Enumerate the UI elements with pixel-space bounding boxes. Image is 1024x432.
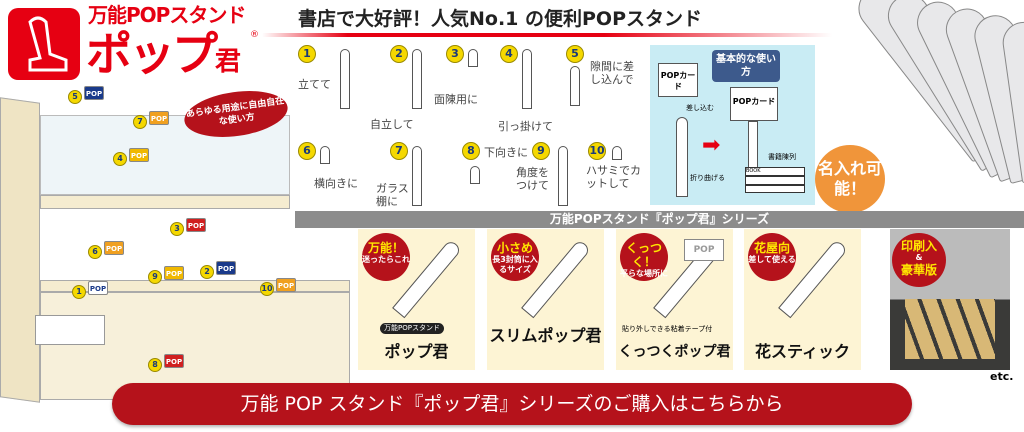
product-badge: 小さめ長3封筒に入るサイズ xyxy=(491,233,539,281)
product-badge: 万能！迷ったらこれ xyxy=(362,233,410,281)
marker-number: 7 xyxy=(133,115,147,129)
marker-number: 2 xyxy=(200,265,214,279)
marker-number: 4 xyxy=(113,152,127,166)
usage-number: 4 xyxy=(500,45,518,63)
brand-subtitle: 万能POPスタンド xyxy=(88,3,246,27)
stand-illustration xyxy=(412,49,422,109)
pop-stand-logo-icon xyxy=(28,16,68,72)
product-name: ポップ君 xyxy=(384,342,449,361)
pop-tag: POP xyxy=(149,111,169,125)
usage-label: ハサミでカットして xyxy=(586,164,641,190)
marker-number: 10 xyxy=(260,282,274,296)
usage-number: 5 xyxy=(566,45,584,63)
usage-label: 立てて xyxy=(298,78,331,91)
marker-number: 6 xyxy=(88,245,102,259)
basic-usage-panel: POPカード 差し込む 折り曲げる ➡ POPカード 書籍陳列 BOOK xyxy=(650,45,815,205)
shelf-base xyxy=(40,292,350,400)
product-subtitle: 万能POPスタンド xyxy=(380,323,444,334)
stand-illustration xyxy=(468,49,478,67)
usage-label: ガラス棚に xyxy=(376,182,409,208)
stand-illustration xyxy=(320,146,330,164)
stand-illustration xyxy=(340,49,350,109)
basic-usage-title: 基本的な使い方 xyxy=(712,50,780,82)
pop-tag: POP xyxy=(88,281,108,295)
product-name: 花スティック xyxy=(754,342,851,361)
stand-illustration xyxy=(570,66,580,106)
headline-underline xyxy=(262,33,832,37)
usage-label: 面陳用に xyxy=(434,93,478,106)
marker-number: 5 xyxy=(68,90,82,104)
name-print-badge: 名入れ可能！ xyxy=(815,145,885,213)
usage-number: 7 xyxy=(390,142,408,160)
stand-illustration xyxy=(676,117,688,197)
pop-tag: POP xyxy=(164,266,184,280)
product-badge: くっつく！平らな場所に xyxy=(620,233,668,281)
stand-illustration xyxy=(412,146,422,206)
shelf-board xyxy=(40,195,290,209)
marker-number: 3 xyxy=(170,222,184,236)
marker-number: 1 xyxy=(72,285,86,299)
usage-label: 横向きに xyxy=(314,177,358,190)
stand-illustration xyxy=(522,49,532,109)
headline: 書店で大好評！人気No.1 の便利POPスタンド xyxy=(298,8,703,30)
fold-label: 折り曲げる xyxy=(690,174,725,182)
usage-label: 自立して xyxy=(370,118,414,131)
product-card[interactable]: 小さめ長3封筒に入るサイズ スリムポップ君 xyxy=(487,229,604,370)
product-badge: 花屋向差して使える xyxy=(748,233,796,281)
usage-label: 引っ掛けて xyxy=(498,120,553,133)
books-label: 書籍陳列 xyxy=(768,153,796,161)
pop-card: POP xyxy=(684,239,724,261)
usage-number: 9 xyxy=(532,142,550,160)
arrow-right-icon: ➡ xyxy=(702,133,721,158)
product-card[interactable]: くっつく！平らな場所に POP 貼り外しできる粘着テープ付 くっつくポップ君 xyxy=(616,229,733,370)
product-card[interactable]: 花屋向差して使える 花スティック xyxy=(744,229,861,370)
pop-tag: POP xyxy=(84,86,104,100)
logo xyxy=(8,8,80,80)
marker-number: 8 xyxy=(148,358,162,372)
brand-name: ポップ君 xyxy=(86,27,241,81)
stand-illustration xyxy=(470,166,480,184)
insert-label: 差し込む xyxy=(686,104,714,112)
pop-tag: POP xyxy=(186,218,206,232)
usage-label: 下向きに xyxy=(484,146,528,159)
series-title-bar: 万能POPスタンド『ポップ君』シリーズ xyxy=(295,211,1024,228)
product-note: 貼り外しできる粘着テープ付 xyxy=(622,325,713,333)
usage-number: 1 xyxy=(298,45,316,63)
premium-photo[interactable]: 印刷入&豪華版 xyxy=(890,229,1010,370)
pop-tag: POP xyxy=(276,278,296,292)
registered-mark: ® xyxy=(250,30,259,40)
usage-number: 6 xyxy=(298,142,316,160)
usage-label: 隙間に差し込んで xyxy=(590,60,634,86)
etc-label: etc. xyxy=(990,370,1014,383)
stand-illustration xyxy=(558,146,568,206)
gold-stands xyxy=(905,299,995,359)
usage-number: 10 xyxy=(588,142,606,160)
book-stack xyxy=(35,315,105,345)
usage-label: 角度をつけて xyxy=(516,166,549,192)
pop-tag: POP xyxy=(216,261,236,275)
product-card[interactable]: 万能！迷ったらこれ 万能POPスタンド ポップ君 xyxy=(358,229,475,370)
pop-card: POPカード xyxy=(730,87,778,121)
premium-badge: 印刷入&豪華版 xyxy=(892,233,946,287)
product-name: スリムポップ君 xyxy=(489,326,602,345)
shelf-board xyxy=(40,280,350,292)
shelf-side xyxy=(0,97,40,403)
usage-number: 2 xyxy=(390,45,408,63)
marker-number: 9 xyxy=(148,270,162,284)
usage-number: 3 xyxy=(446,45,464,63)
stand-illustration xyxy=(612,146,622,160)
pop-tag: POP xyxy=(104,241,124,255)
books-stack: BOOK xyxy=(745,167,805,193)
purchase-button[interactable]: 万能 POP スタンド『ポップ君』シリーズのご購入はこちらから xyxy=(112,383,912,425)
pop-card: POPカード xyxy=(658,63,698,97)
pop-tag: POP xyxy=(129,148,149,162)
usage-number: 8 xyxy=(462,142,480,160)
pop-tag: POP xyxy=(164,354,184,368)
product-name: くっつくポップ君 xyxy=(618,344,731,360)
